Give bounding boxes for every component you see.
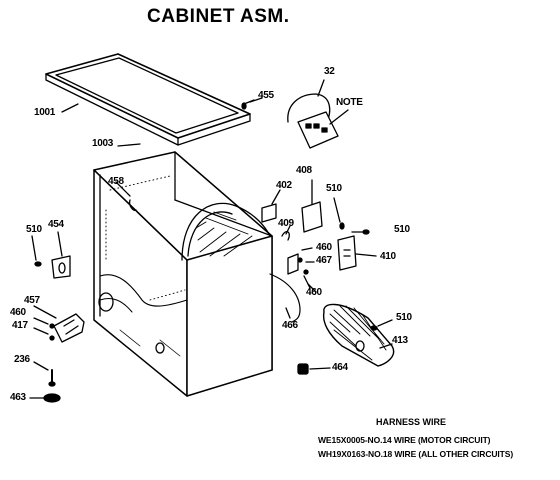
harness-heading: HARNESS WIRE (376, 417, 447, 427)
part-402-clip (261, 189, 281, 223)
label-1001: 1001 (34, 107, 56, 118)
part-510-lower-screw (370, 319, 393, 331)
part-460-467-terminal (287, 247, 315, 289)
cabinet-body (93, 151, 273, 397)
label-510-top: 510 (326, 183, 342, 194)
leader-455 (249, 97, 263, 103)
label-467: 467 (316, 255, 332, 266)
label-413: 413 (392, 335, 408, 346)
label-417: 417 (12, 320, 28, 331)
top-panel (45, 53, 251, 146)
part-458-clip (128, 199, 137, 212)
part-463-foot (29, 393, 61, 403)
leader-1003 (117, 143, 141, 147)
label-457: 457 (24, 295, 40, 306)
part-510-left-screw (31, 235, 42, 267)
label-454: 454 (48, 219, 64, 230)
part-466-harness (269, 273, 301, 323)
label-402: 402 (276, 180, 292, 191)
label-510-right: 510 (394, 224, 410, 235)
part-236-screw (33, 361, 56, 387)
part-464-plug (297, 363, 331, 375)
part-454-bracket (51, 231, 71, 279)
part-410-bracket (337, 235, 377, 271)
label-463: 463 (10, 392, 26, 403)
label-409: 409 (278, 218, 294, 229)
part-457-leveling-leg (33, 305, 85, 343)
label-510-left: 510 (26, 224, 42, 235)
part-408-switch (301, 179, 323, 233)
part-409-wire (281, 231, 290, 241)
label-236: 236 (14, 354, 30, 365)
label-note: NOTE (336, 97, 363, 108)
leader-460b (307, 283, 317, 293)
page-title: CABINET ASM. (147, 6, 290, 27)
leader-1001 (61, 103, 79, 113)
label-510-lower: 510 (396, 312, 412, 323)
leader-466 (285, 307, 291, 319)
part-510-screws (333, 197, 370, 235)
label-458: 458 (108, 176, 124, 187)
harness-line-1: WE15X0005-NO.14 WIRE (MOTOR CIRCUIT) (318, 435, 491, 445)
harness-line-2: WH19X0163-NO.18 WIRE (ALL OTHER CIRCUITS… (318, 449, 514, 459)
label-464: 464 (332, 362, 348, 373)
label-410: 410 (380, 251, 396, 262)
leader-409 (285, 225, 291, 235)
label-408: 408 (296, 165, 312, 176)
part-32-bracket (287, 79, 349, 149)
label-32: 32 (324, 66, 335, 77)
label-455: 455 (258, 90, 274, 101)
part-413-grille (322, 303, 395, 367)
label-460-left: 460 (10, 307, 26, 318)
leader-458 (115, 181, 131, 197)
label-460-b: 460 (306, 287, 322, 298)
label-1003: 1003 (92, 138, 114, 149)
label-466: 466 (282, 320, 298, 331)
label-460-a: 460 (316, 242, 332, 253)
